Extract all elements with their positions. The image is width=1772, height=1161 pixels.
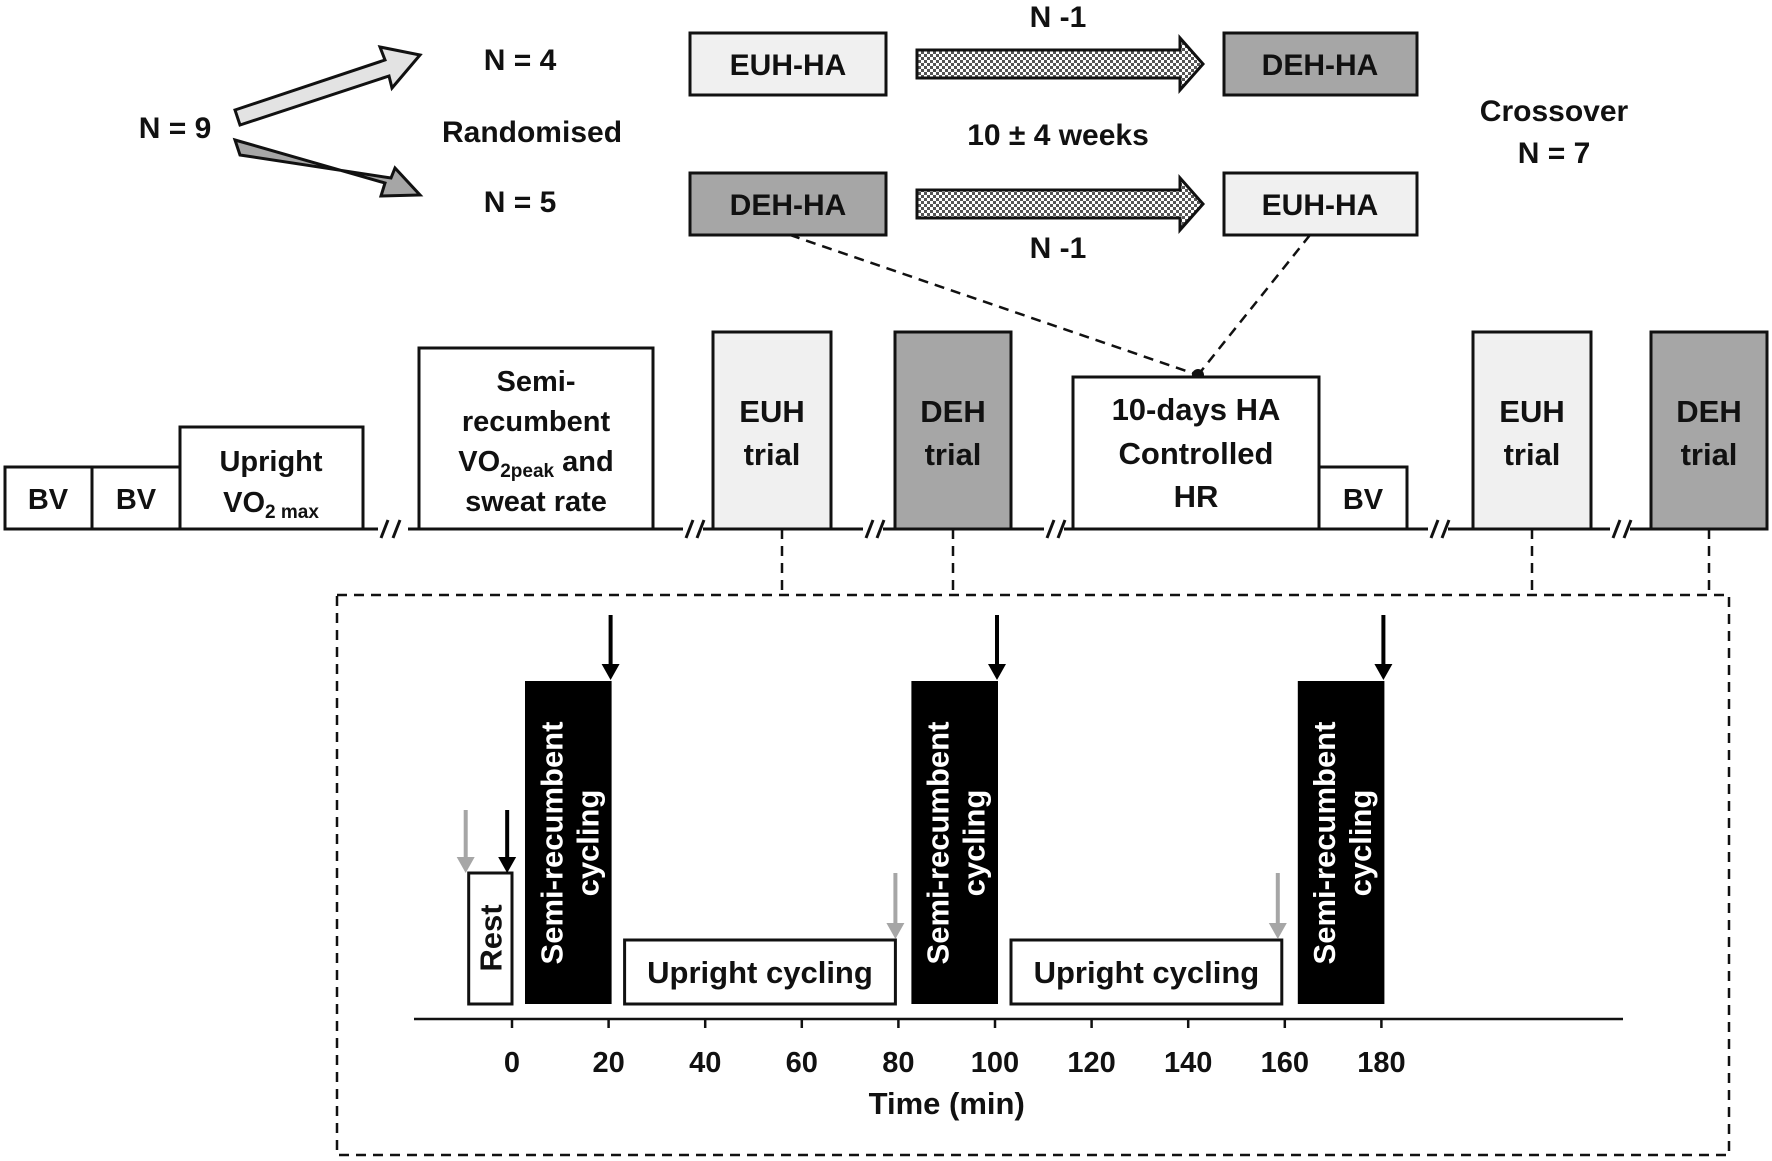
group-a-second-label: DEH-HA <box>1262 49 1379 82</box>
upright-cycling-phase-box <box>1009 938 1284 1006</box>
deh-trial-2-line2: trial <box>1681 437 1738 472</box>
semi-recumbent-label-line1: Semi-recumbent <box>1307 722 1342 965</box>
group-a-euh-ha-box <box>688 31 888 97</box>
washout-duration-label: 10 ± 4 weeks <box>967 119 1149 152</box>
semi-label-line2: recumbent <box>462 406 611 438</box>
randomised-label: Randomised <box>442 116 622 149</box>
semi-recumbent-phase-box <box>1297 681 1385 1004</box>
crossover-label: Crossover <box>1480 95 1629 128</box>
upright-cycling-label: Upright cycling <box>1034 955 1260 990</box>
upright-vo2max-box <box>178 425 365 531</box>
bv-box-2 <box>90 465 182 531</box>
rest-label: Rest <box>473 904 508 971</box>
connector-euh-ha <box>1197 234 1311 376</box>
semi-label-line1: Semi- <box>497 366 576 398</box>
x-tick-label: 20 <box>592 1047 624 1079</box>
bv-label-3: BV <box>1343 484 1384 516</box>
group-a-first-label: EUH-HA <box>730 49 847 82</box>
ha-label-line2: Controlled <box>1119 436 1274 471</box>
black-sample-arrow-head <box>1374 664 1393 680</box>
grey-sample-arrow-head <box>456 857 475 873</box>
dropout-top-label: N -1 <box>1030 1 1087 34</box>
deh-trial-1-line2: trial <box>925 437 982 472</box>
semi-recumbent-label-line1: Semi-recumbent <box>534 722 569 965</box>
semi-recumbent-phase-box <box>525 681 612 1004</box>
connector-deh-ha <box>789 233 1199 377</box>
group-b-euh-ha-box <box>1222 171 1419 237</box>
deh-trial-2-line1: DEH <box>1676 394 1741 429</box>
semi-recumbent-label-line2: cycling <box>1343 790 1378 897</box>
x-tick-label: 160 <box>1261 1047 1309 1079</box>
x-tick-label: 60 <box>786 1047 818 1079</box>
euh-trial-1-line2: trial <box>744 437 801 472</box>
x-tick-label: 0 <box>504 1047 520 1079</box>
black-sample-arrow-head <box>601 664 620 680</box>
ha-label-line1: 10-days HA <box>1112 392 1281 427</box>
x-tick-label: 100 <box>971 1047 1019 1079</box>
ha-label-line3: HR <box>1174 479 1219 514</box>
euh-trial-box-1 <box>711 330 833 531</box>
semi-label-line4: sweat rate <box>465 486 607 518</box>
grey-sample-arrow-head <box>886 923 905 939</box>
euh-trial-box-2 <box>1471 330 1593 531</box>
semi-recumbent-label-line2: cycling <box>570 790 605 897</box>
group-b-first-label: DEH-HA <box>730 189 847 222</box>
bv-box-3 <box>1317 465 1409 531</box>
group-b-second-label: EUH-HA <box>1262 189 1379 222</box>
black-sample-arrow-head <box>498 857 517 873</box>
timeline-break-marks <box>379 519 1633 539</box>
semi-recumbent-phase-box <box>911 681 998 1004</box>
washout-arrow-top <box>915 34 1206 94</box>
semi-vo2peak-label: VO2peak and <box>458 446 613 482</box>
euh-trial-2-line2: trial <box>1504 437 1561 472</box>
x-tick-label: 120 <box>1067 1047 1115 1079</box>
x-tick-label: 180 <box>1357 1047 1405 1079</box>
deh-trial-box-2 <box>1649 330 1769 531</box>
rest-phase-box <box>467 871 514 1006</box>
upright-vo2max-label: VO2 max <box>223 487 319 523</box>
crossover-n-label: N = 7 <box>1518 137 1591 170</box>
n-group-b-label: N = 5 <box>484 186 557 219</box>
black-sample-arrow-head <box>988 664 1006 680</box>
upright-label: Upright <box>219 446 322 478</box>
n-group-a-label: N = 4 <box>484 44 557 77</box>
grey-sample-arrow-head <box>1268 923 1287 939</box>
euh-trial-1-line1: EUH <box>739 394 804 429</box>
group-a-deh-ha-box <box>1222 31 1419 97</box>
dropout-bottom-label: N -1 <box>1030 232 1087 265</box>
randomise-arrow-up <box>233 44 423 127</box>
semi-recumbent-vo2peak-box <box>417 346 655 531</box>
upright-cycling-label: Upright cycling <box>647 955 873 990</box>
bv-label-2: BV <box>116 484 157 516</box>
protocol-inset-frame <box>335 593 1731 1157</box>
deh-trial-box-1 <box>893 330 1013 531</box>
x-tick-label: 140 <box>1164 1047 1212 1079</box>
x-axis-title: Time (min) <box>869 1086 1025 1121</box>
x-tick-label: 40 <box>689 1047 721 1079</box>
upright-cycling-phase-box <box>623 938 897 1006</box>
bv-label-1: BV <box>28 484 69 516</box>
x-tick-label: 80 <box>882 1047 914 1079</box>
washout-arrow-bottom <box>915 174 1206 234</box>
n-total-label: N = 9 <box>139 112 212 145</box>
deh-trial-1-line1: DEH <box>920 394 985 429</box>
semi-recumbent-label-line1: Semi-recumbent <box>921 722 956 965</box>
group-b-deh-ha-box <box>688 171 888 237</box>
randomise-arrow-down <box>232 137 424 198</box>
ha-10-days-box <box>1071 375 1321 531</box>
euh-trial-2-line1: EUH <box>1499 394 1564 429</box>
semi-recumbent-label-line2: cycling <box>957 790 992 897</box>
